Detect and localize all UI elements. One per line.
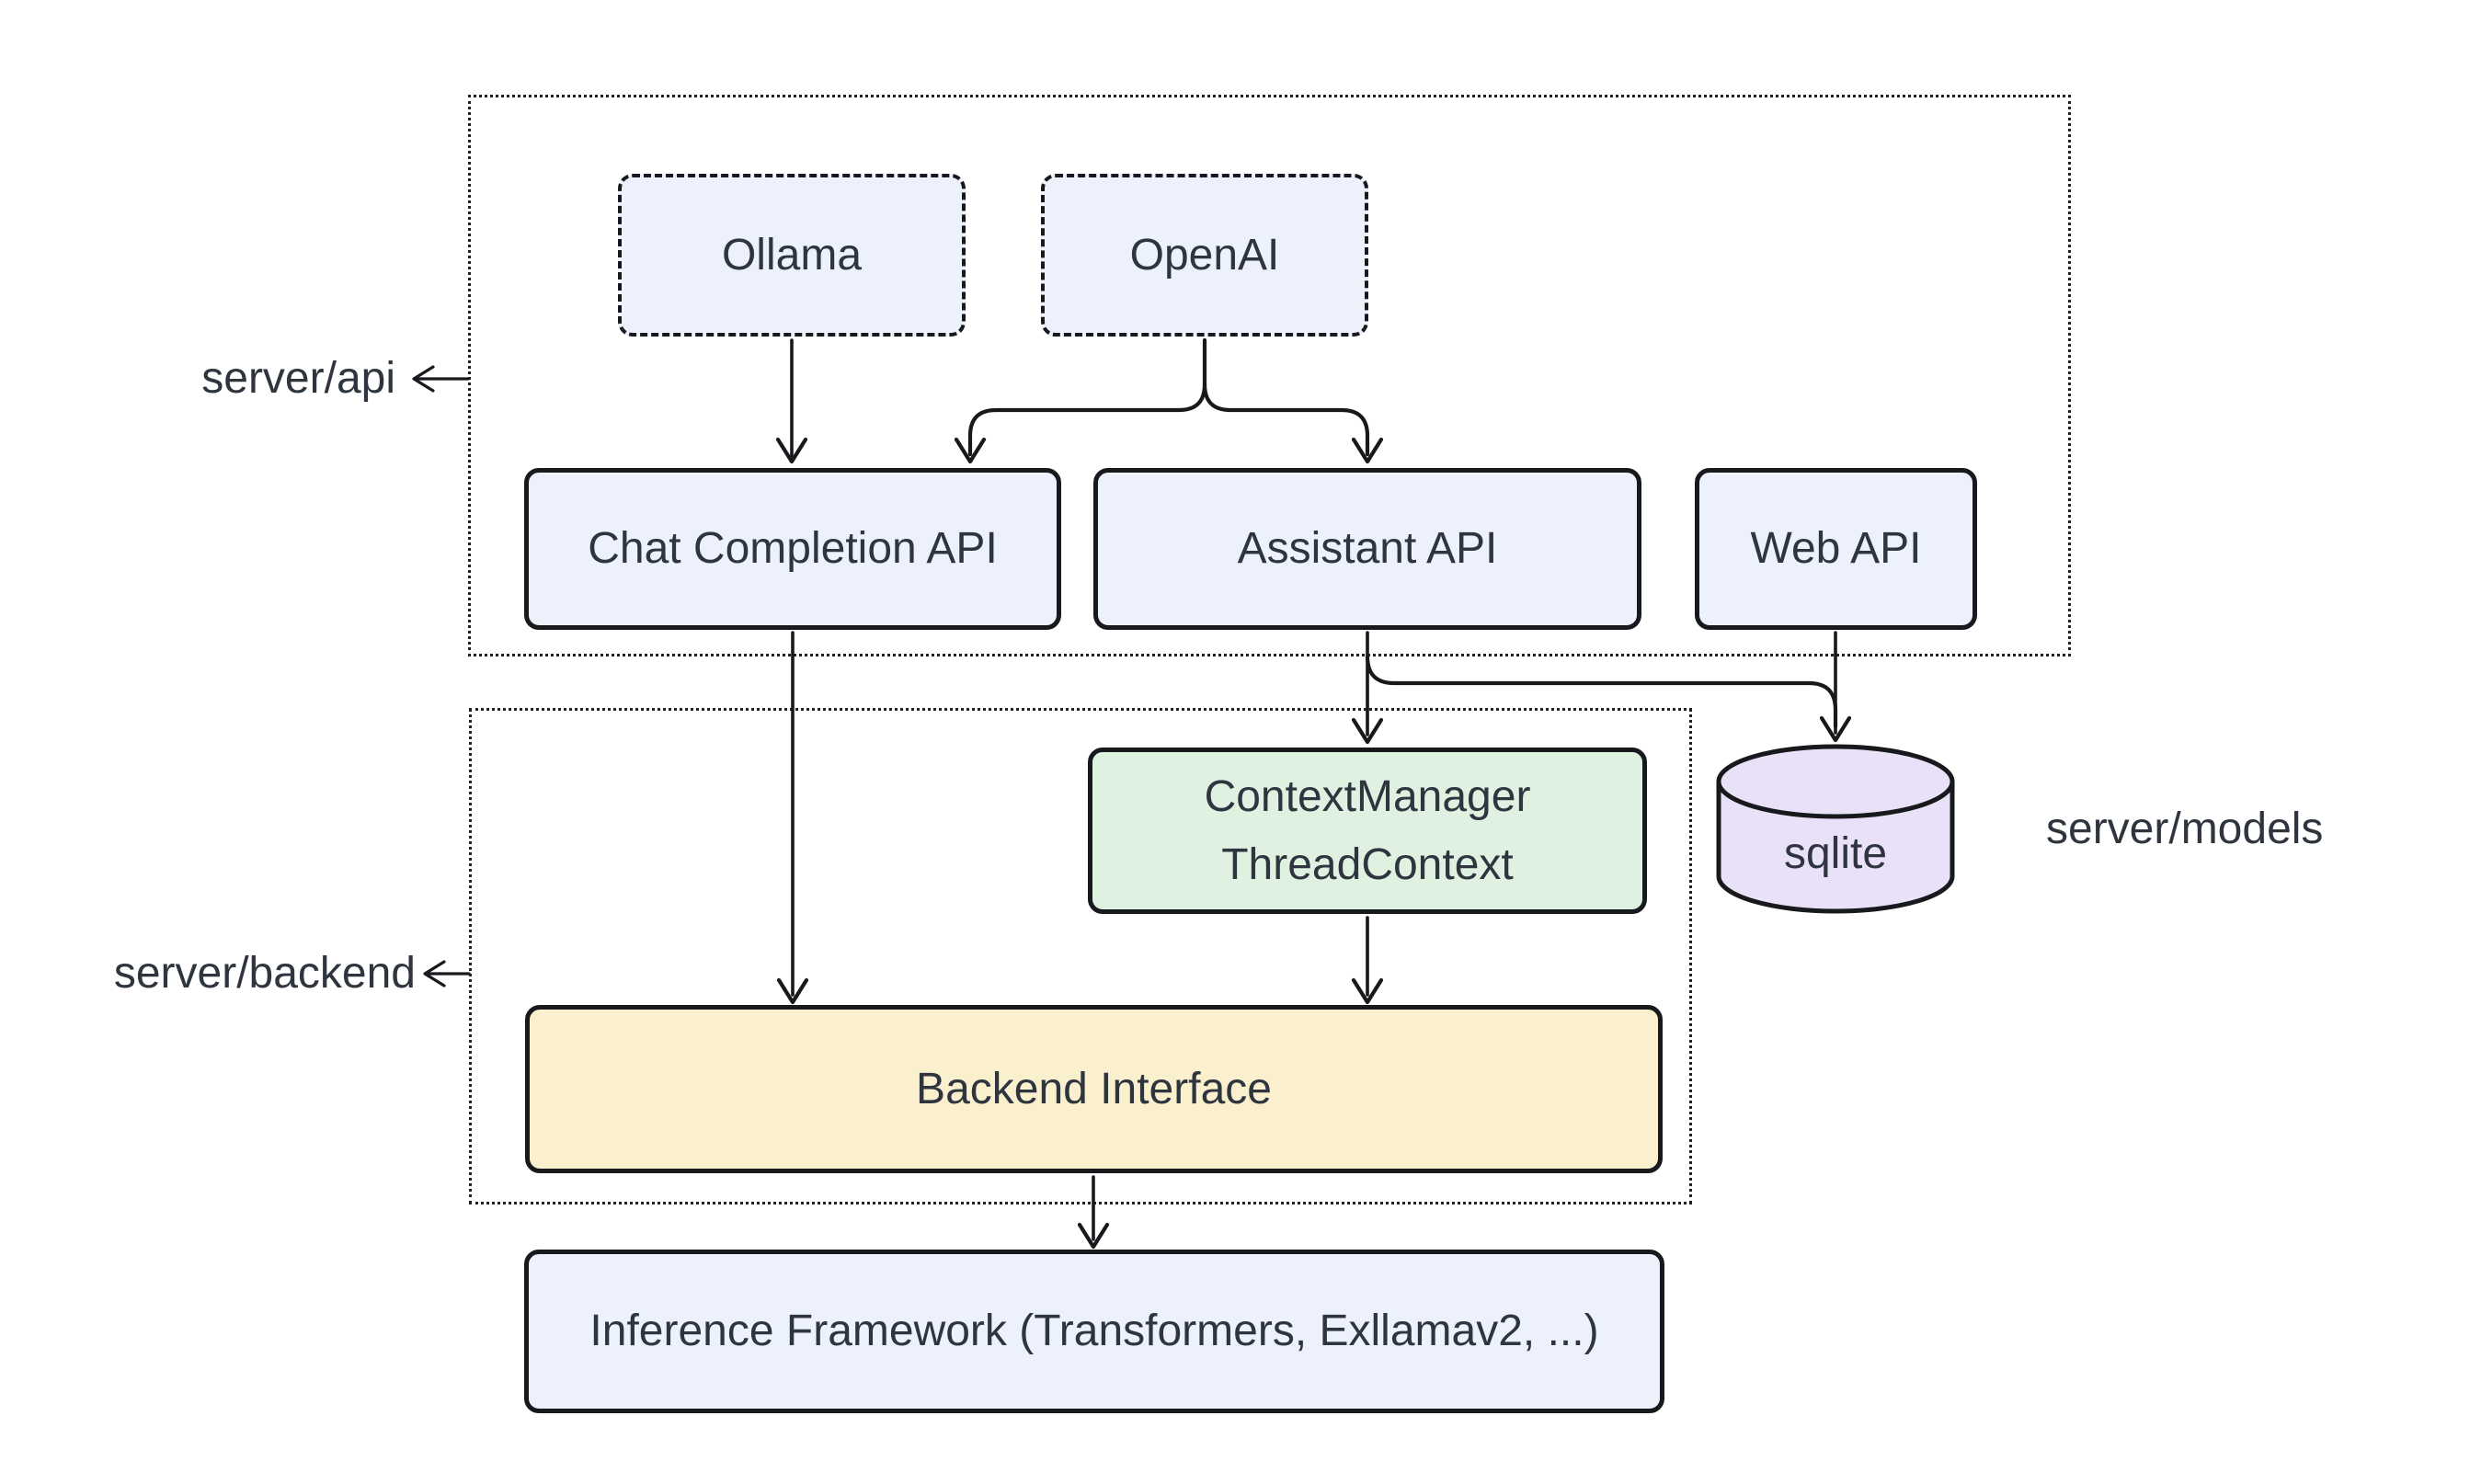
node-web-api: Web API — [1695, 468, 1977, 630]
server-backend-group-box — [469, 708, 1692, 1204]
node-chat-completion-api: Chat Completion API — [524, 468, 1061, 630]
node-ollama-label: Ollama — [721, 230, 863, 280]
server-api-group-label: server/api — [201, 354, 395, 403]
node-backend-interface-label: Backend Interface — [916, 1064, 1272, 1113]
node-sqlite-label: sqlite — [1783, 828, 1888, 878]
server-backend-pointer-arrow — [423, 960, 471, 987]
server-api-pointer-arrow — [412, 365, 470, 393]
node-openai-label: OpenAI — [1129, 230, 1280, 280]
node-inference-framework-label: Inference Framework (Transformers, Exlla… — [589, 1307, 1599, 1355]
node-inference-framework: Inference Framework (Transformers, Exlla… — [524, 1250, 1664, 1413]
node-context-manager: ContextManager ThreadContext — [1088, 748, 1647, 914]
node-openai: OpenAI — [1041, 174, 1368, 337]
server-backend-group-label: server/backend — [113, 949, 416, 998]
server-api-group-box — [468, 95, 2071, 656]
node-chat-completion-api-label: Chat Completion API — [588, 524, 998, 573]
node-web-api-label: Web API — [1750, 524, 1922, 573]
node-ollama: Ollama — [618, 174, 966, 337]
server-models-group-label: server/models — [2046, 805, 2324, 853]
node-assistant-api-label: Assistant API — [1237, 524, 1498, 573]
node-context-manager-label-line1: ContextManager — [1204, 771, 1531, 821]
node-context-manager-label-line2: ThreadContext — [1221, 839, 1514, 889]
node-backend-interface: Backend Interface — [525, 1005, 1663, 1173]
node-assistant-api: Assistant API — [1093, 468, 1641, 630]
